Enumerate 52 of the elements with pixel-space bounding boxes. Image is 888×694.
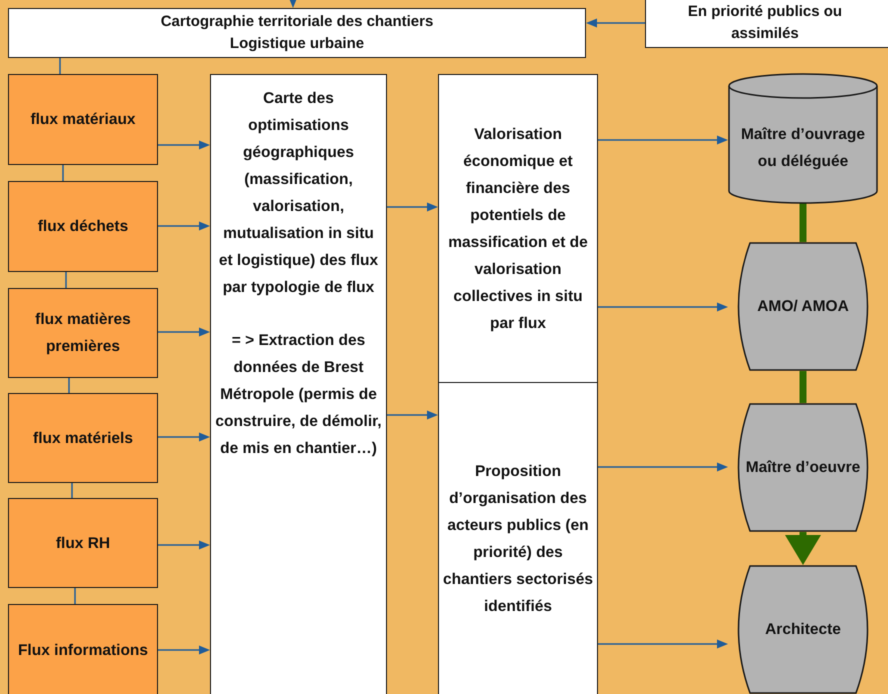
arrow [785,532,821,565]
connector-line [800,203,806,242]
process-box [8,8,586,58]
process-box [438,74,598,383]
box-label: Maître d’oeuvre [746,458,860,478]
arrow [158,646,210,654]
connector-line [68,378,70,393]
flow-box [8,393,158,483]
box-label: Proposition d’organisation des acteurs publics (en priorité) des chantiers sectorisés identifiés [443,462,593,617]
flow-box [8,288,158,378]
box-label: flux matériels [33,428,133,448]
box-label: flux déchets [38,217,128,237]
cylinder-shape [728,74,878,203]
flow-box [8,74,158,165]
box-label: flux RH [56,534,110,554]
flow-box [8,498,158,588]
arrow [158,222,210,230]
connector-line [59,58,61,74]
arrow [586,18,645,28]
arrow [387,410,438,420]
arrow [387,202,438,212]
arrow [158,140,210,150]
box-label: flux matières premières [34,310,132,357]
arrow [158,328,210,336]
flow-box [8,181,158,272]
arrow [598,302,728,312]
box-label: Logistique urbaine [230,34,364,54]
box-label: AMO/ AMOA [757,297,849,317]
box-label: Cartographie territoriale des chantiers [160,12,434,32]
arrow [288,0,298,8]
arrow [598,640,728,648]
arrow [158,432,210,442]
connector-line [74,588,76,604]
connector-line [65,272,67,288]
box-label: Maître d’ouvrage ou déléguée [740,124,866,172]
process-box [645,0,888,48]
box-label: En priorité publics ou assimilés [686,2,844,44]
box-label: Valorisation économique et financière des potentiels de massification et de valorisation collectives in situ par flux [447,124,589,334]
flow-box [8,604,158,694]
box-label: = > Extraction des données de Brest Métropole (permis de construire, de démolir, de mis en chantier…) [215,331,382,459]
box-label: Carte des optimisations géographiques (massification, valorisation, mutualisation in situ et logistique) des flux par typologie de flux [218,89,380,298]
connector-line [800,371,806,403]
process-box [438,382,598,694]
arrow [598,136,728,144]
box-label: Architecte [765,620,841,640]
box-label: Flux informations [18,640,148,660]
arrow [158,540,210,550]
connector-line [62,165,64,181]
connector-line [71,483,73,498]
box-label: flux matériaux [30,110,136,130]
arrow [598,462,728,472]
process-box [210,74,387,694]
